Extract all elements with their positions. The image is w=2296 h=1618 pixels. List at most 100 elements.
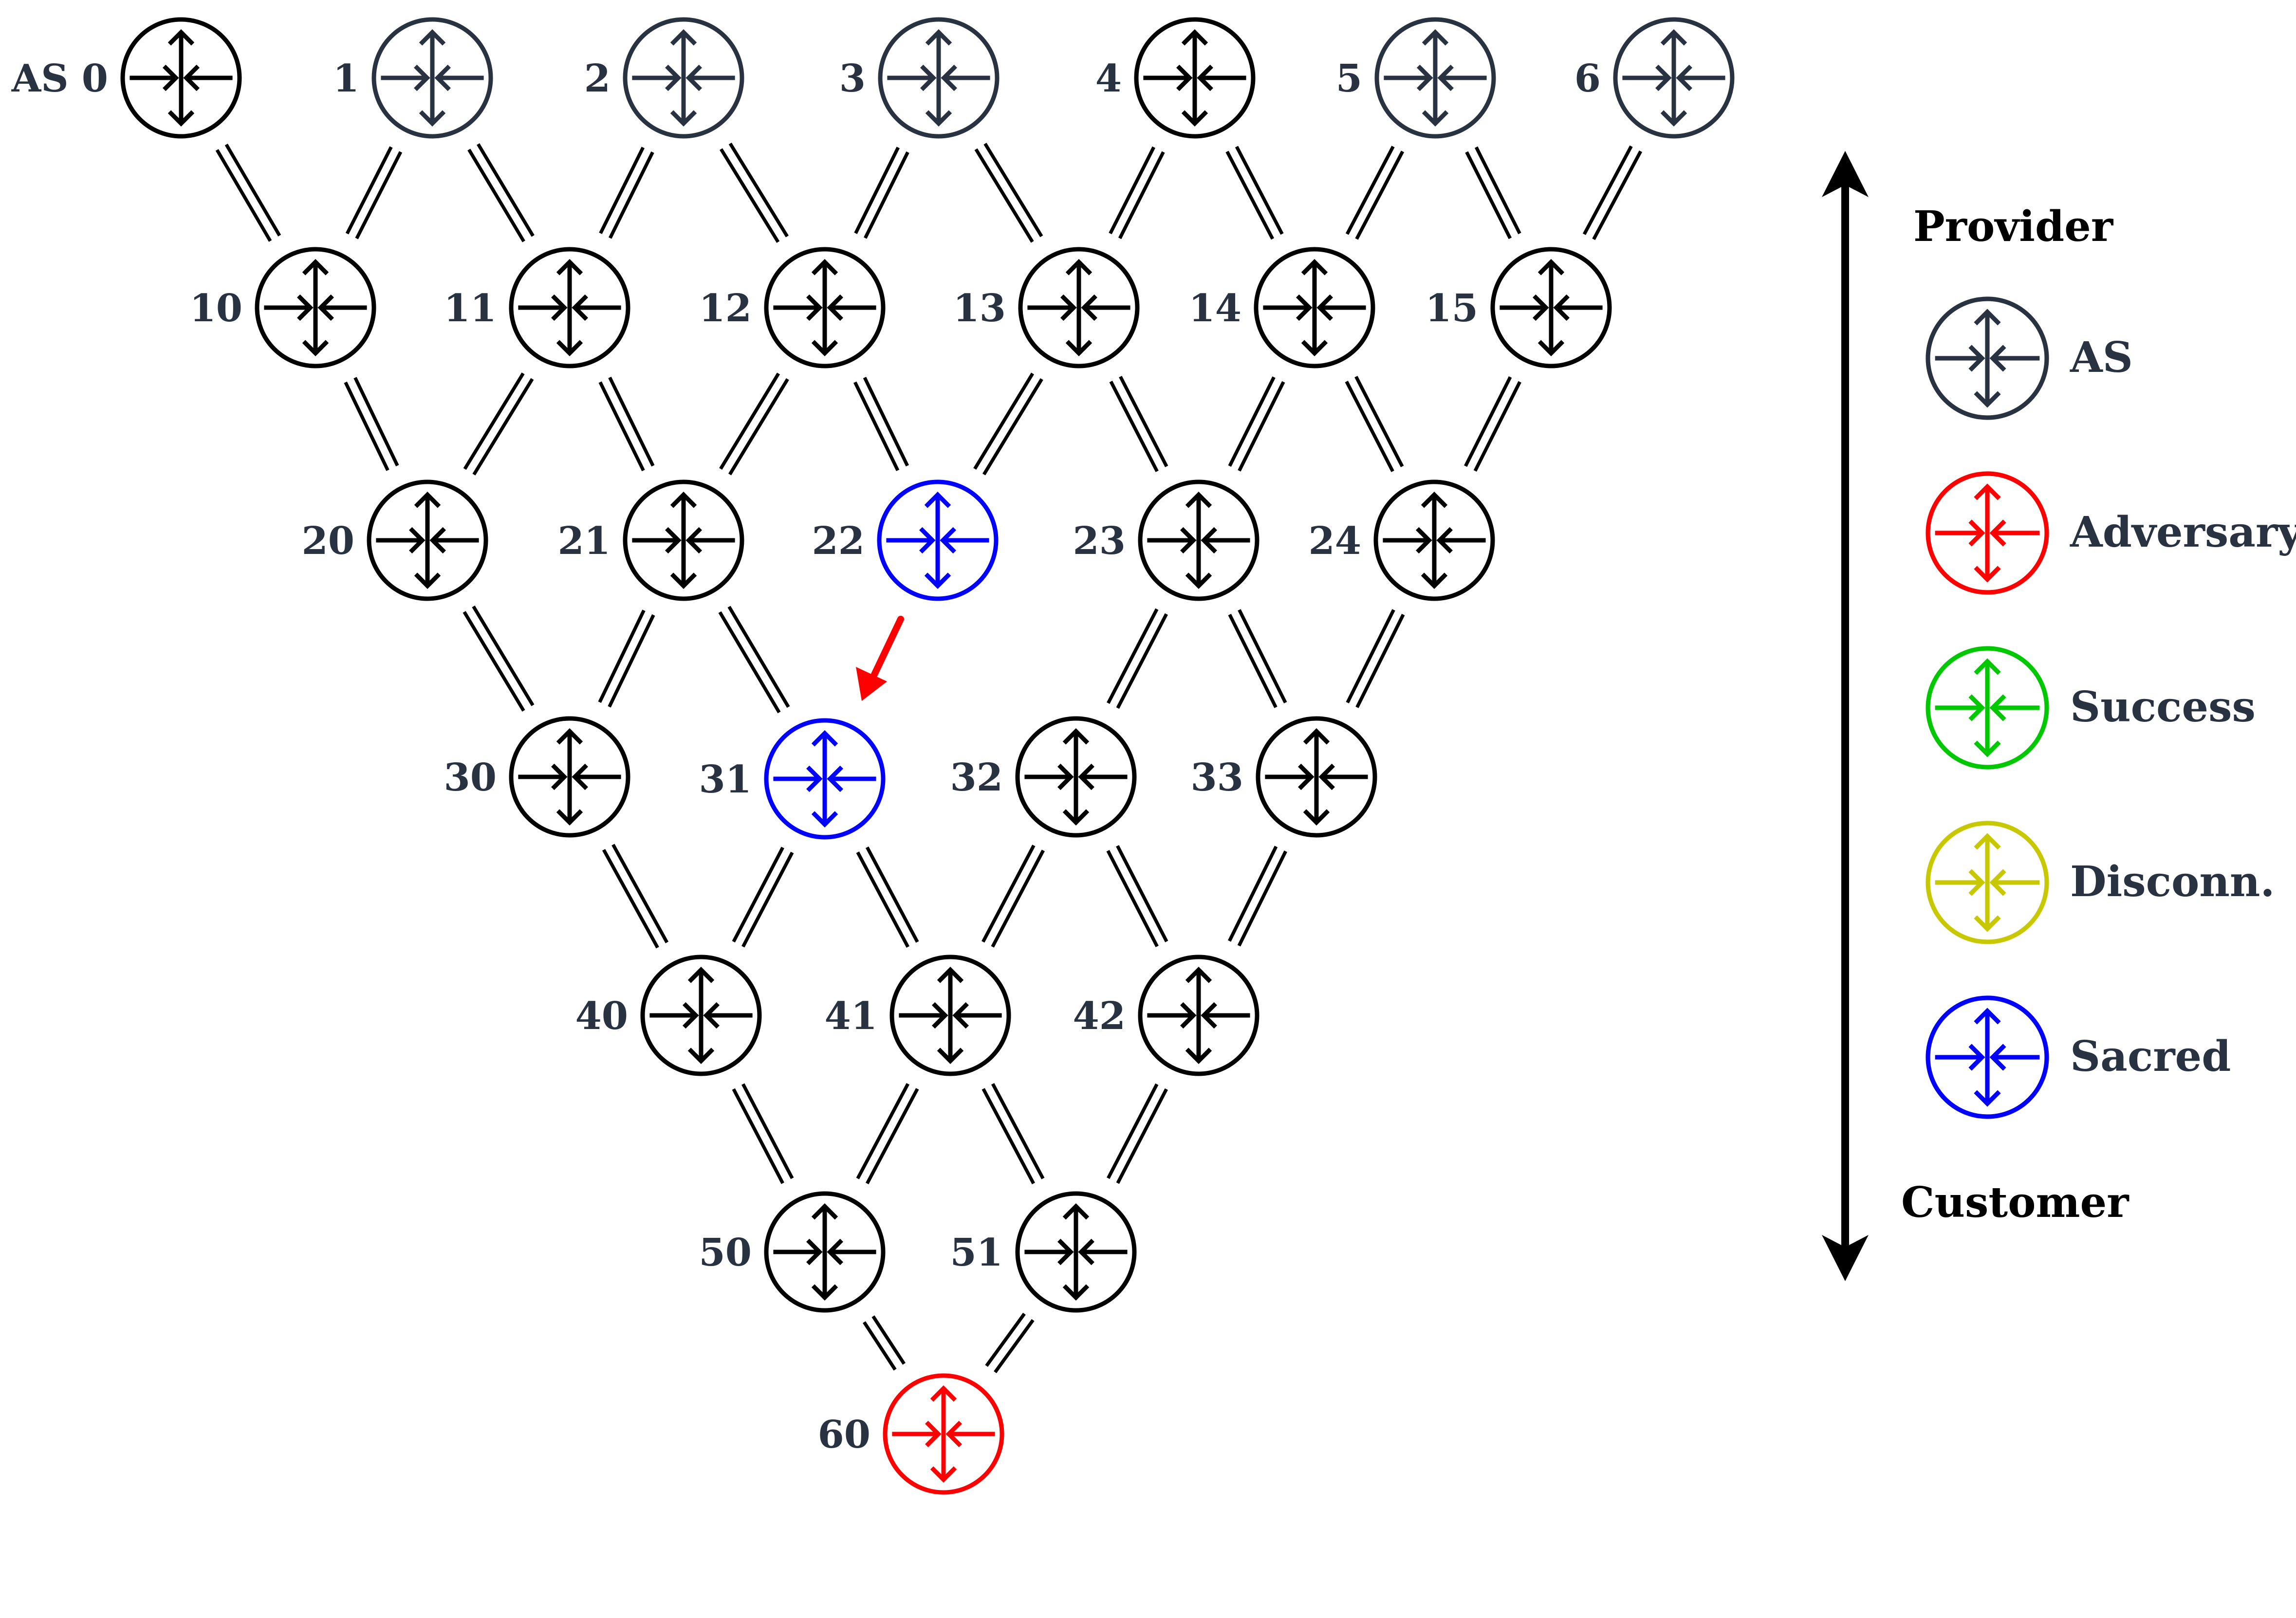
link-33-42 [1228,846,1287,947]
router-icon-3 [878,17,1000,139]
router-icon-6 [1613,17,1735,139]
router-icon-13 [1018,247,1140,368]
links-layer [215,142,1643,1374]
link-23-32 [1107,608,1168,709]
legend-sacred-icon [1926,995,2049,1119]
legend-label-as: AS [2070,333,2133,382]
router-icon-30 [509,716,630,838]
router-icon-5 [1374,17,1496,139]
axis-arrowhead-top [1822,151,1869,197]
link-20-30 [463,605,535,712]
link-41-50 [856,1083,919,1185]
node-label-60: 60 [817,1413,870,1457]
link-24-33 [1346,609,1405,708]
link-21-30 [598,609,655,708]
link-2-12 [720,142,789,243]
node-label-41: 41 [824,994,877,1038]
router-icon-1 [371,17,493,139]
axis-bottom-label: Customer [1901,1178,2129,1227]
legend-as-icon [1926,296,2049,420]
node-label-4: 4 [1095,56,1122,101]
node-label-32: 32 [950,755,1003,800]
legend-label-success: Success [2070,682,2256,732]
router-icon-51 [1015,1191,1137,1313]
node-label-10: 10 [189,286,242,331]
axis-top-label: Provider [1913,202,2114,251]
link-5-14 [1345,146,1405,240]
link-10-20 [344,377,399,471]
node-label-2: 2 [584,56,611,101]
node-label-40: 40 [575,994,628,1038]
router-icon-60 [883,1373,1004,1495]
node-label-3: 3 [839,56,866,101]
link-14-24 [1345,376,1404,472]
router-icon-10 [255,247,376,368]
link-14-23 [1228,376,1285,472]
link-15-24 [1464,376,1521,472]
link-3-12 [854,147,909,239]
link-23-33 [1228,609,1287,708]
router-icon-50 [764,1191,886,1313]
router-icon-15 [1490,247,1612,368]
node-label-13: 13 [953,286,1006,331]
router-icon-12 [764,247,886,368]
router-icon-2 [623,17,744,139]
link-12-22 [853,377,909,471]
link-11-20 [463,372,534,476]
router-icon-22 [877,479,999,601]
node-label-15: 15 [1425,286,1478,331]
link-32-41 [981,845,1045,948]
node-label-1: 1 [333,56,359,101]
link-0-10 [215,144,281,242]
router-icon-14 [1254,247,1375,368]
node-label-21: 21 [557,519,611,563]
link-31-40 [732,846,794,948]
link-13-23 [1109,376,1168,472]
router-icon-0 [120,17,242,139]
node-label-42: 42 [1073,994,1126,1038]
node-label-22: 22 [812,519,865,563]
node-label-23: 23 [1073,519,1126,563]
router-icon-42 [1138,955,1259,1076]
link-6-15 [1582,145,1643,240]
node-label-14: 14 [1188,286,1241,331]
router-icon-33 [1256,716,1377,838]
link-13-22 [973,372,1043,476]
axis-arrowhead-bottom [1822,1235,1869,1281]
node-label-11: 11 [444,286,497,331]
provider-customer-axis [1822,151,1869,1281]
link-3-13 [974,143,1043,243]
attack-arrow [856,616,904,701]
link-40-50 [732,1083,794,1184]
legend-label-sacred: Sacred [2070,1032,2231,1081]
link-2-11 [599,147,654,239]
link-4-13 [1109,146,1165,239]
node-label-30: 30 [444,755,497,800]
link-11-21 [598,376,655,472]
legend-disconnected-icon [1926,821,2049,944]
link-51-60 [985,1312,1035,1374]
node-label-6: 6 [1574,56,1601,101]
node-label-20: 20 [301,519,354,563]
node-label-12: 12 [699,286,752,331]
legend-success-icon [1926,646,2049,770]
link-1-10 [345,146,403,239]
link-30-40 [602,844,669,949]
node-label-50: 50 [699,1231,752,1275]
link-31-41 [856,846,919,948]
router-icon-20 [367,479,488,601]
node-label-31: 31 [699,757,752,802]
link-32-42 [1106,845,1168,947]
attack-arrow-layer [856,616,904,701]
legend-label-adversary: Adversary [2070,508,2296,557]
node-label-51: 51 [950,1231,1003,1275]
router-icon-21 [623,479,744,601]
link-50-60 [863,1315,906,1371]
legend: Provider Customer ASAdversarySuccessDisc… [1822,151,2296,1281]
router-icon-23 [1138,479,1259,601]
router-icon-40 [640,955,762,1076]
node-label-5: 5 [1336,56,1362,101]
router-icon-32 [1015,716,1137,838]
